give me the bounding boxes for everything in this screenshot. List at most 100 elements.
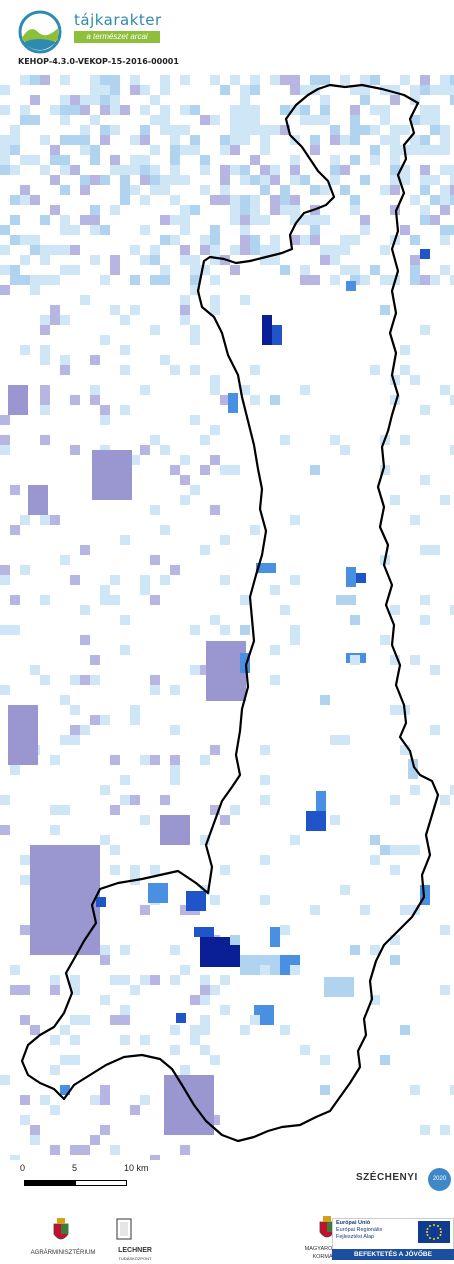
raster-cell [440,125,450,135]
raster-cell [310,135,320,145]
raster-cell [60,805,70,815]
raster-cell [410,785,420,795]
raster-cell [30,95,40,105]
raster-cell [130,245,140,255]
raster-cell [340,445,350,455]
raster-cell [220,195,230,205]
raster-cell [230,935,240,945]
raster-cell [290,85,300,95]
raster-cell [410,515,420,525]
raster-cell [400,345,410,355]
raster-cell [20,985,30,995]
eu-line2: Európai Regionális [336,1227,383,1233]
raster-cell [180,225,190,235]
raster-cell [350,195,360,205]
raster-cell [340,245,350,255]
raster-cell [210,895,220,905]
raster-cell [170,755,180,765]
raster-cell [20,255,30,265]
raster-cell [120,975,130,985]
raster-cell [180,965,190,975]
raster-cell [140,975,150,985]
raster-cell [380,465,390,475]
szechenyi-2020-badge: 2020 [428,1168,451,1191]
raster-cell [150,325,160,335]
raster-cell [40,165,50,175]
raster-cell [450,85,454,95]
raster-cell [194,927,214,937]
raster-cell [50,515,60,525]
scale-label-10: 10 km [124,1163,149,1173]
raster-cell [360,85,370,95]
raster-cell [250,85,260,95]
raster-cell [70,105,80,115]
raster-cell [340,75,350,85]
raster-cell [140,1095,150,1105]
raster-cell [390,125,400,135]
raster-cell [250,215,260,225]
raster-cell [180,205,190,215]
raster-cell [110,105,120,115]
raster-cell [100,95,110,105]
lechner-logo-icon [116,1218,132,1240]
raster-cell [370,835,380,845]
raster-cell [180,455,190,465]
raster-cell [170,685,180,695]
raster-cell [240,135,250,145]
raster-cell [8,705,38,765]
raster-cell [70,1145,80,1155]
raster-cell [440,795,450,805]
eu-fund-box: Európai Unió Európai Regionális Fejleszt… [332,1218,454,1250]
raster-cell [130,985,140,995]
eu-line3: Fejlesztési Alap [336,1234,375,1240]
raster-cell [40,345,50,355]
raster-cell [20,235,30,245]
raster-cell [390,95,400,105]
raster-cell [210,275,220,285]
raster-cell [400,1025,410,1035]
raster-cell [170,365,180,375]
raster-cell [80,135,90,145]
raster-cell [280,185,290,195]
raster-cell [260,185,270,195]
raster-cell [70,135,80,145]
raster-cell [300,85,310,95]
study-area-boundary [20,83,440,1143]
raster-cell [420,175,430,185]
raster-cell [200,1015,210,1025]
raster-cell [420,595,430,605]
raster-cell [160,815,190,845]
raster-cell [60,365,70,375]
raster-cell [230,135,240,145]
raster-cell [410,845,420,855]
raster-cell [150,185,160,195]
raster-cell [270,175,280,185]
raster-cell [200,185,210,195]
raster-cell [96,897,106,907]
raster-cell [270,395,280,405]
raster-cell [260,895,270,905]
raster-cell [370,155,380,165]
raster-cell [310,215,320,225]
raster-cell [60,135,70,145]
raster-cell [170,1045,180,1055]
raster-cell [300,215,310,225]
raster-cell [120,405,130,415]
raster-cell [250,195,260,205]
raster-cell [0,685,10,695]
raster-cell [430,175,440,185]
raster-cell [290,625,300,635]
raster-cell [180,905,190,915]
raster-cell [410,135,420,145]
raster-cell [390,165,400,175]
raster-cell [190,995,200,1005]
raster-cell [80,605,90,615]
raster-cell [408,759,418,779]
raster-cell [0,1075,10,1085]
raster-cell [220,185,230,195]
raster-cell [330,435,340,445]
raster-cell [110,755,120,765]
raster-cell [40,1095,50,1105]
raster-cell [10,235,20,245]
raster-cell [330,815,340,825]
